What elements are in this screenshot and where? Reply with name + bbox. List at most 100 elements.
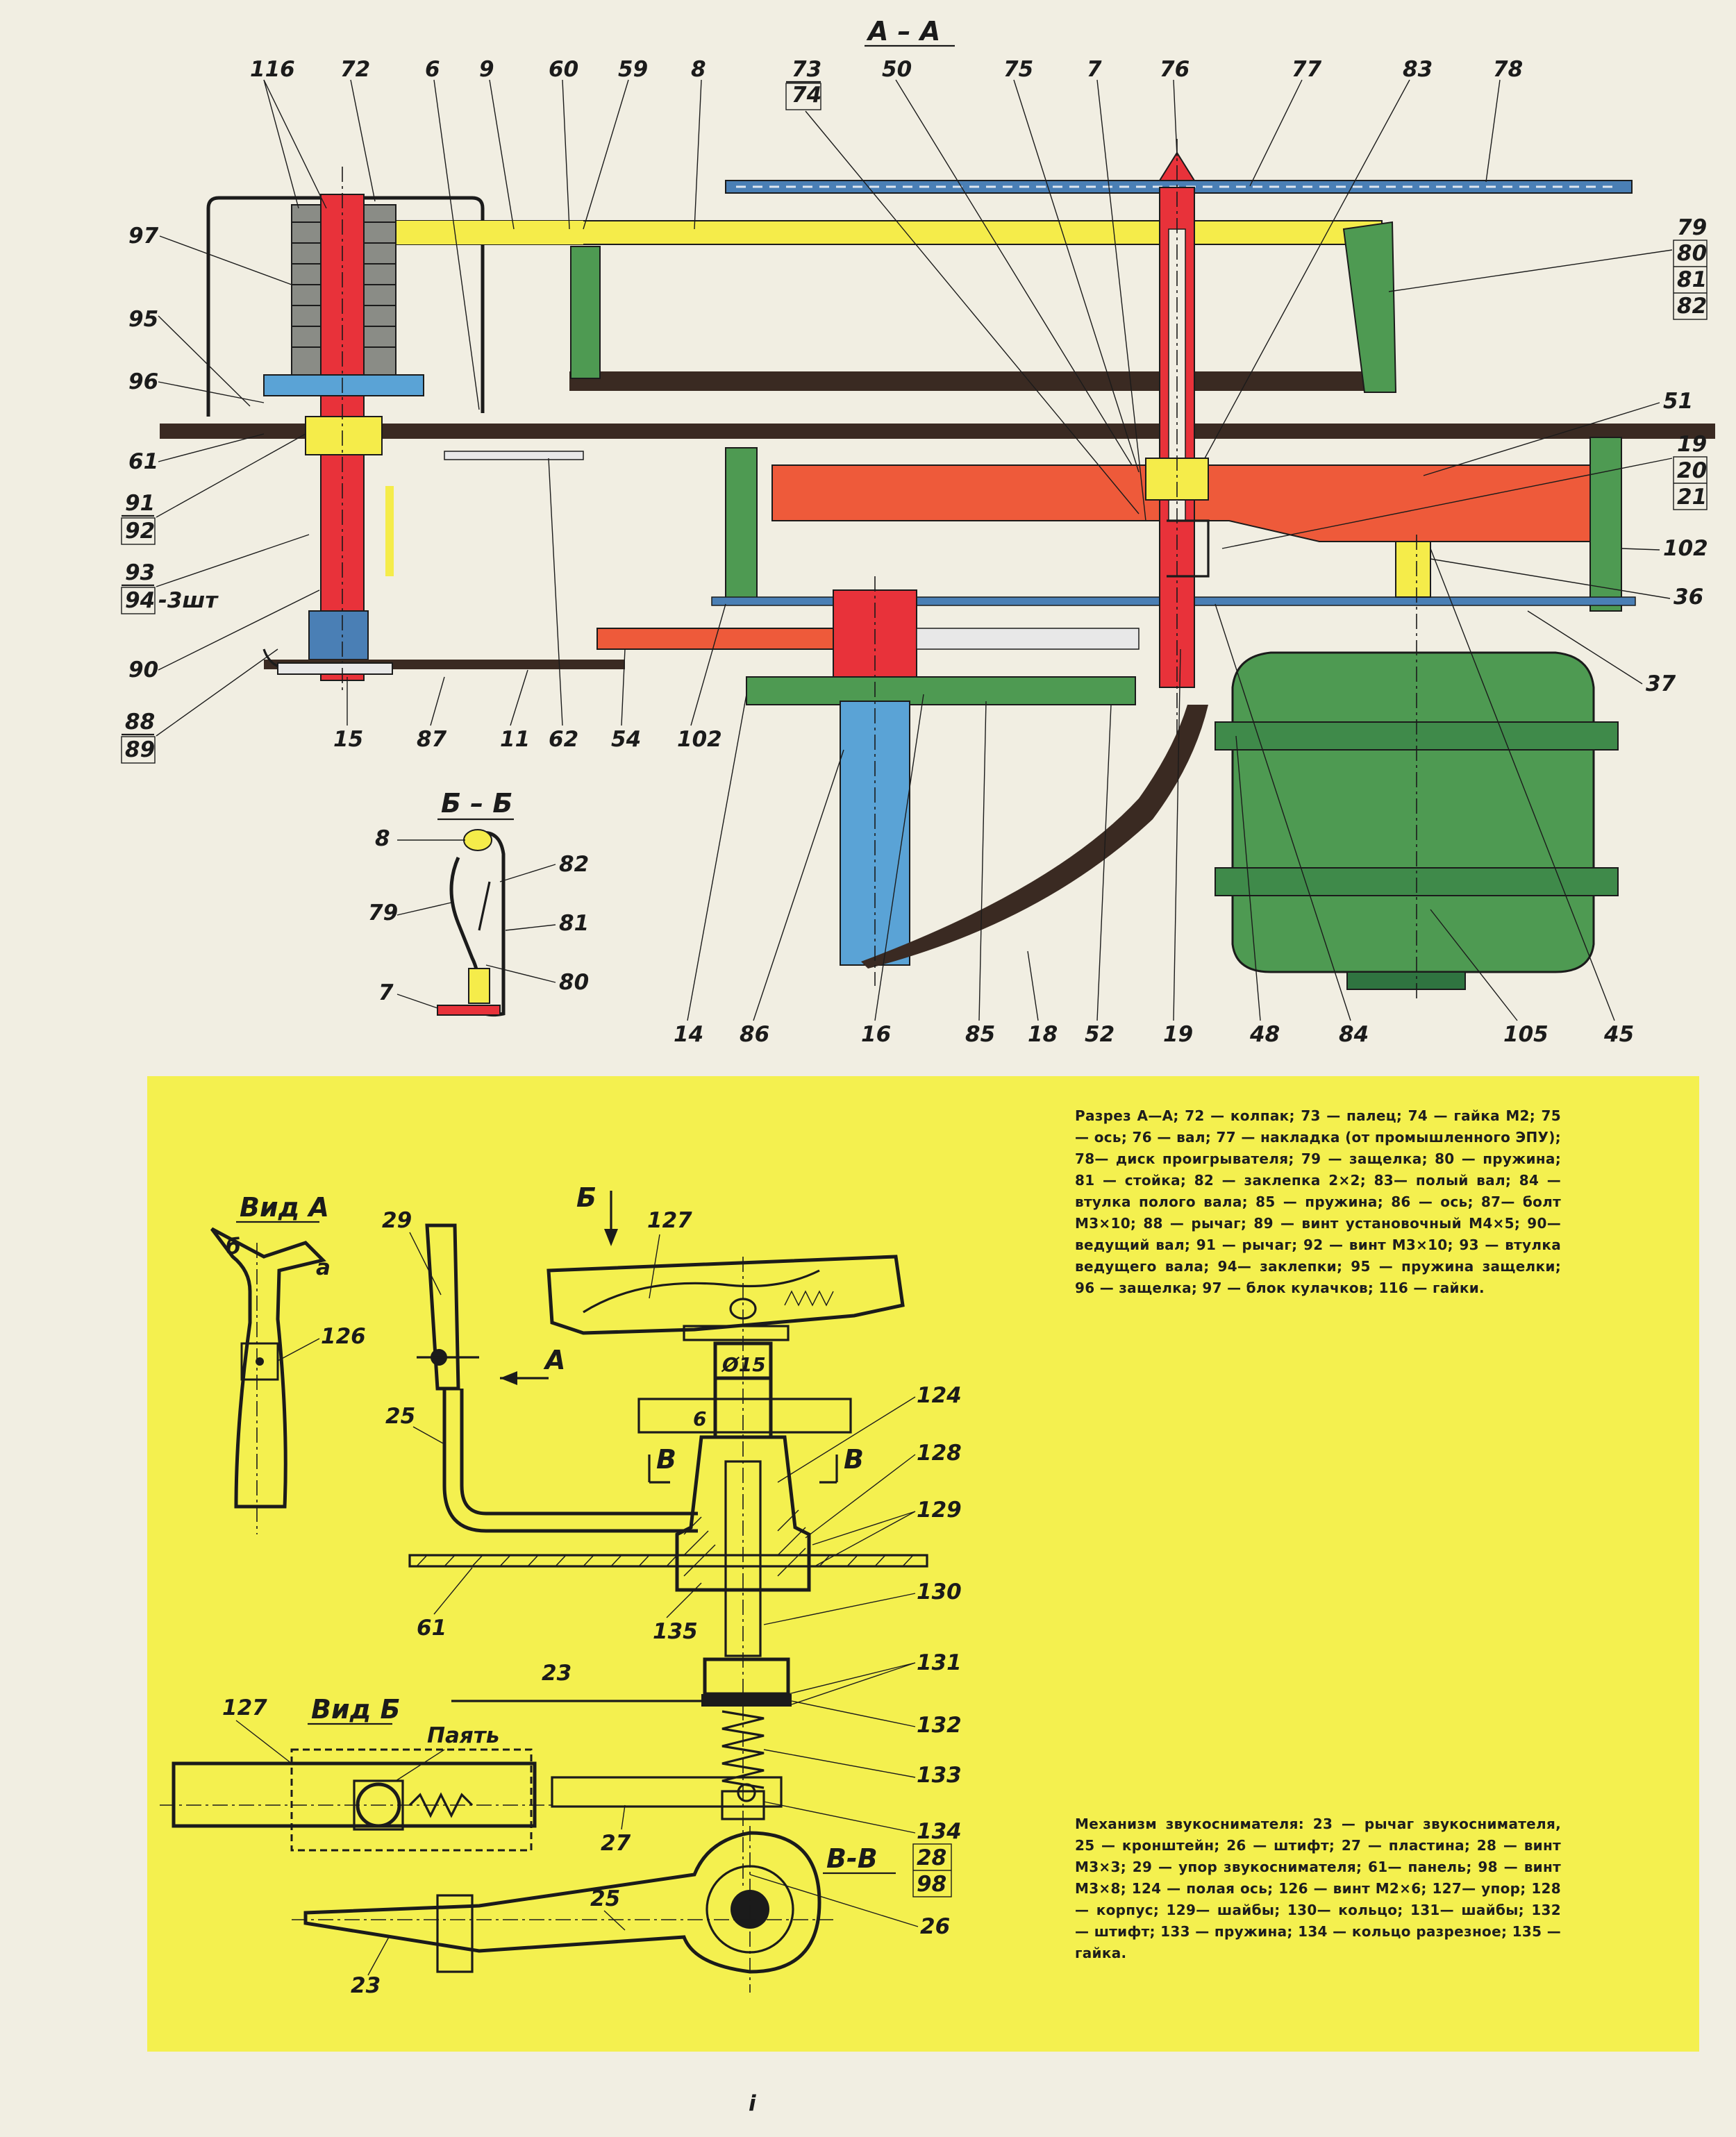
- part-label: 95: [128, 307, 158, 332]
- part-label: 61: [417, 1616, 446, 1641]
- part-label: 29: [382, 1208, 412, 1233]
- labels-aa-right: 79 80 81 82 51 19 20 21 102 36 37: [1646, 215, 1708, 696]
- part-label: 126: [321, 1324, 366, 1349]
- part-label: В: [844, 1444, 864, 1475]
- part-label: 129: [917, 1498, 962, 1523]
- part-label: Ø15: [721, 1353, 766, 1376]
- part-label: 19: [1163, 1022, 1193, 1047]
- part-label: 102: [677, 727, 722, 752]
- legend-section-aa: Разрез А—А; 72 — колпак; 73 — палец; 74 …: [1075, 1105, 1561, 1299]
- part-label: 27: [601, 1831, 631, 1856]
- section-aa-title: А – А: [866, 16, 940, 47]
- part-label: 77: [1292, 57, 1322, 82]
- part-label: 134: [917, 1819, 962, 1844]
- section-aa: А – А: [121, 16, 1715, 1047]
- part-label: 51: [1663, 389, 1693, 414]
- part-label: 105: [1503, 1022, 1549, 1047]
- part-label: 9: [479, 57, 494, 82]
- part-label: 72: [340, 57, 370, 82]
- latch-green: [1342, 221, 1397, 393]
- legend-pickup-text: Механизм звукоснимателя: 23 — рычаг звук…: [1075, 1816, 1561, 1961]
- part-label: 81: [1677, 267, 1707, 292]
- part-label: 79: [1677, 215, 1707, 240]
- part-label: 85: [965, 1022, 995, 1047]
- vid-b-title: Вид Б: [311, 1694, 400, 1725]
- section-bb-title: Б – Б: [441, 788, 512, 819]
- part-label: 88: [125, 710, 155, 735]
- part-label: 37: [1646, 671, 1676, 696]
- part-label: 81: [559, 911, 589, 936]
- part-label: 11: [500, 727, 530, 752]
- part-label: 93: [125, 560, 155, 585]
- leaf-spring: [861, 705, 1208, 969]
- part-label: 21: [1677, 485, 1707, 510]
- part-label: 91: [125, 491, 155, 516]
- part-label: 45: [1603, 1022, 1634, 1047]
- part-label: 8: [691, 57, 706, 82]
- part-label: 87: [417, 727, 447, 752]
- part-label: 124: [917, 1383, 962, 1408]
- part-label: Б: [576, 1182, 596, 1213]
- part-label: 75: [1003, 57, 1033, 82]
- section-bb: Б – Б 8 82 79 81 7 80: [368, 788, 589, 1017]
- part-label: 79: [368, 900, 398, 925]
- part-label: 14: [674, 1022, 703, 1047]
- part-label: 83: [1403, 57, 1433, 82]
- part-label: 36: [1674, 585, 1703, 610]
- legend-pickup-mechanism: Механизм звукоснимателя: 23 — рычаг звук…: [1075, 1813, 1561, 1964]
- part-label: 54: [611, 727, 641, 752]
- part-label: 6: [693, 1407, 706, 1430]
- vid-a-title: Вид А: [240, 1192, 329, 1223]
- solder-note: Паять: [427, 1723, 499, 1748]
- part-label: 61: [128, 449, 158, 474]
- part-label: В: [656, 1444, 676, 1475]
- part-label: 82: [559, 852, 589, 877]
- part-label: 131: [917, 1650, 962, 1675]
- labels-aa-bottom: 15 87 11 62 54 102 14 86 16 85 18 52 19 …: [333, 727, 1634, 1047]
- part-label: 18: [1028, 1022, 1058, 1047]
- part-label: 15: [333, 727, 363, 752]
- part-label: 89: [125, 737, 155, 762]
- part-label: 7: [378, 980, 394, 1005]
- part-label: 6: [425, 57, 440, 82]
- part-label: 96: [128, 369, 158, 394]
- part-label: 84: [1339, 1022, 1369, 1047]
- stand-green-102: [725, 447, 758, 601]
- part-label: 19: [1677, 432, 1707, 457]
- part-label: 74: [792, 83, 821, 108]
- part-label: 80: [559, 970, 589, 995]
- svg-text:i: i: [749, 2091, 756, 2116]
- pulley-green: [746, 676, 1136, 705]
- part-label: 82: [1677, 294, 1707, 319]
- part-label: 94: [125, 588, 155, 613]
- labels-aa-top: 116 72 6 9 60 59 8 73 74 50 75 7 76 77 8…: [250, 57, 1523, 110]
- part-label: 116: [250, 57, 295, 82]
- part-label: 26: [920, 1914, 950, 1939]
- part-label: 8: [375, 826, 390, 851]
- part-label: 16: [861, 1022, 891, 1047]
- motor: [1231, 651, 1595, 973]
- part-label: 86: [740, 1022, 769, 1047]
- part-label: 128: [917, 1441, 962, 1466]
- labels-bb: 8 82 79 81 7 80: [368, 826, 589, 1005]
- part-label: 76: [1160, 57, 1190, 82]
- stand-green-left: [570, 246, 601, 379]
- part-label: а: [316, 1255, 331, 1280]
- part-label: 59: [618, 57, 648, 82]
- part-label: 23: [351, 1973, 381, 1998]
- part-label: 130: [917, 1579, 962, 1604]
- part-label: 20: [1677, 458, 1707, 483]
- part-label: 133: [917, 1763, 962, 1788]
- vv-title: В-В: [826, 1843, 878, 1874]
- part-label: 48: [1249, 1022, 1280, 1047]
- part-label: А: [543, 1345, 565, 1375]
- part-label: б: [226, 1234, 241, 1259]
- pickup-mechanism: Вид А а б 126 29 25 А: [160, 1182, 962, 1998]
- dark-bar: [569, 371, 1382, 391]
- labels-pickup-right: 124 128 129 135 130 23 131 132 133 27 13…: [542, 1383, 962, 1897]
- part-label: 62: [549, 727, 578, 752]
- part-label: 73: [792, 57, 821, 82]
- part-label: 78: [1493, 57, 1523, 82]
- part-label: -3шт: [158, 588, 219, 613]
